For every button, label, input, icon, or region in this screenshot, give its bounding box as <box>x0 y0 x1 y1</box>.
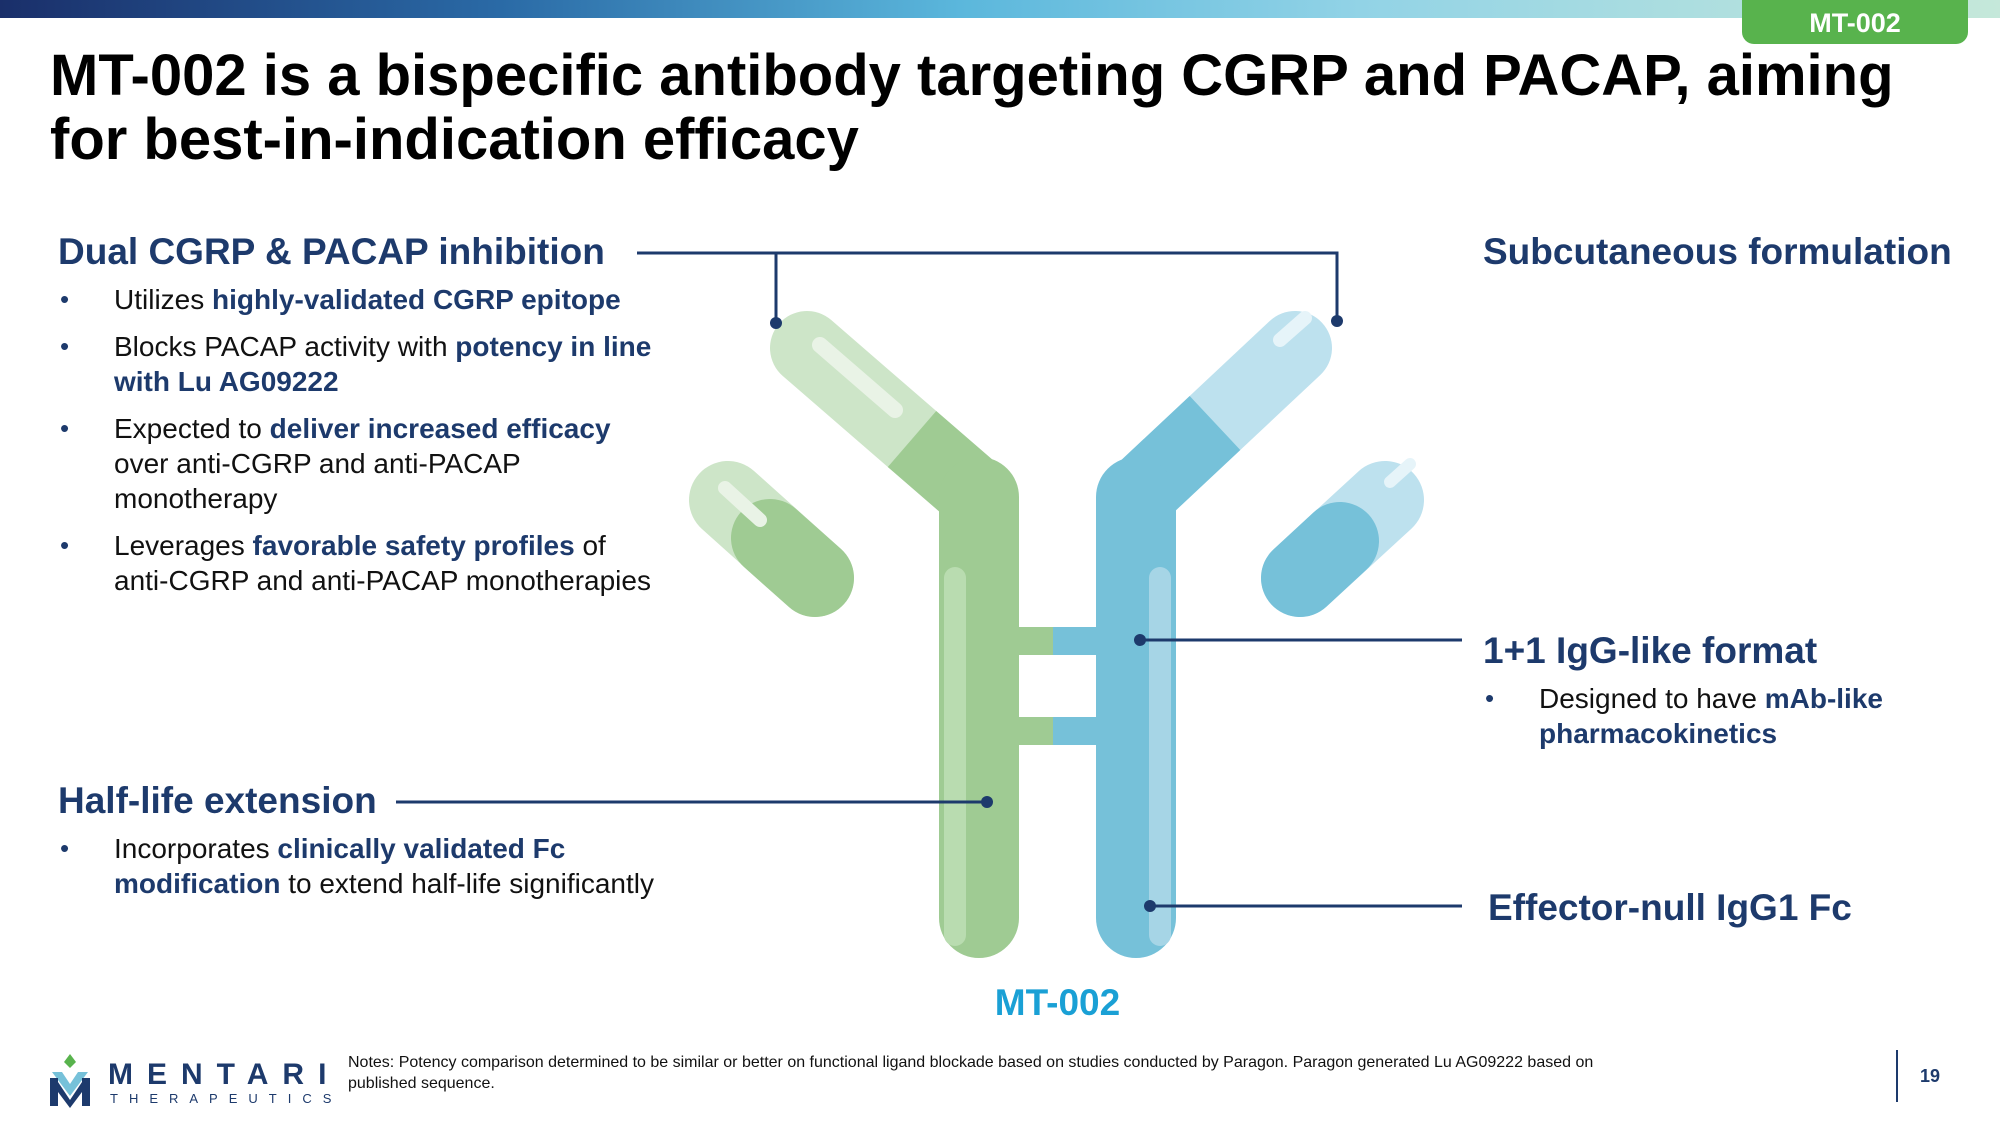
top-gradient-bar <box>0 0 2000 18</box>
blue-heavy-chain <box>1096 311 1332 958</box>
subcutaneous-heading: Subcutaneous formulation <box>1483 231 1952 272</box>
green-light-chain <box>689 461 854 617</box>
list-item: Blocks PACAP activity with potency in li… <box>58 329 658 399</box>
logo-wordmark: MENTARI <box>108 1058 341 1091</box>
list-item: Designed to have mAb-like pharmacokineti… <box>1483 681 1943 751</box>
molecule-label: MT-002 <box>994 982 1121 1023</box>
blue-light-chain <box>1261 458 1424 617</box>
green-heavy-chain <box>770 311 1019 958</box>
list-item: Utilizes highly-validated CGRP epitope <box>58 282 658 317</box>
slide-title: MT-002 is a bispecific antibody targetin… <box>50 43 1894 172</box>
hinge-region <box>1016 627 1099 745</box>
dual-inhibition-section: Dual CGRP & PACAP inhibition Utilizes hi… <box>58 230 658 610</box>
dual-inhibition-bullets: Utilizes highly-validated CGRP epitope B… <box>58 282 658 598</box>
callout-connectors <box>396 251 1462 908</box>
logo-subtitle: THERAPEUTICS <box>110 1091 343 1106</box>
product-tag: MT-002 <box>1742 0 1968 44</box>
list-item: Leverages favorable safety profiles of a… <box>58 528 658 598</box>
half-life-heading: Half-life extension <box>58 780 377 821</box>
igg-format-section: 1+1 IgG-like format Designed to have mAb… <box>1483 629 1943 763</box>
mentari-logo: MENTARI THERAPEUTICS <box>48 1052 348 1108</box>
effector-null-heading: Effector-null IgG1 Fc <box>1488 887 1852 928</box>
effector-null-section: Effector-null IgG1 Fc <box>1488 886 1852 930</box>
half-life-bullets: Incorporates clinically validated Fc mod… <box>58 831 698 901</box>
footer-divider <box>1896 1050 1898 1102</box>
half-life-section: Half-life extension Incorporates clinica… <box>58 779 698 913</box>
subcutaneous-section: Subcutaneous formulation <box>1483 230 1952 274</box>
footnote: Notes: Potency comparison determined to … <box>348 1054 1594 1092</box>
igg-format-bullets: Designed to have mAb-like pharmacokineti… <box>1483 681 1943 751</box>
list-item: Expected to deliver increased efficacy o… <box>58 411 658 516</box>
mentari-logo-icon <box>50 1054 90 1108</box>
dual-inhibition-heading: Dual CGRP & PACAP inhibition <box>58 231 605 272</box>
page-number: 19 <box>1920 1066 1941 1086</box>
igg-format-heading: 1+1 IgG-like format <box>1483 630 1818 671</box>
list-item: Incorporates clinically validated Fc mod… <box>58 831 698 901</box>
callout-dots <box>770 315 1343 912</box>
